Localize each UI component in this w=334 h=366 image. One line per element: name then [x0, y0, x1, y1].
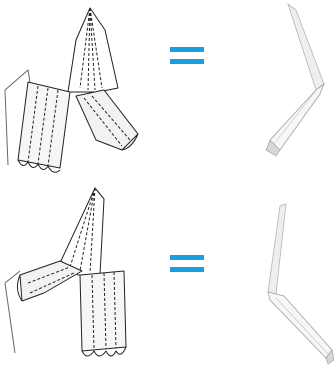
equals-bar-upper — [170, 255, 204, 260]
equals-sign-icon — [170, 255, 204, 275]
figure-row-bottom — [0, 183, 334, 366]
folded-paper-photo-top — [240, 0, 334, 170]
equals-bar-lower — [170, 267, 204, 272]
equals-bar-lower — [170, 59, 204, 64]
equals-sign-icon — [170, 47, 204, 67]
folded-paper-diagram-top — [0, 0, 160, 183]
figure-row-top — [0, 0, 334, 183]
folded-paper-diagram-bottom — [0, 183, 160, 366]
folded-paper-photo-bottom — [240, 200, 334, 366]
equals-bar-upper — [170, 47, 204, 52]
